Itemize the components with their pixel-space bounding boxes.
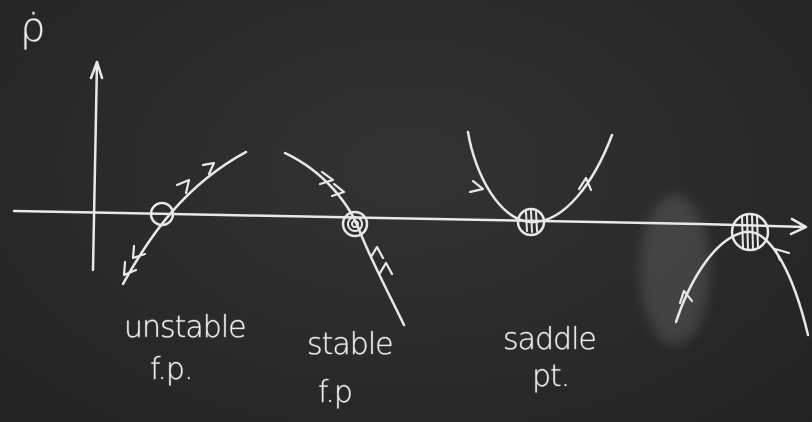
- stable-fixed-point: [285, 153, 404, 325]
- horizontal-axis: [14, 211, 806, 234]
- fixed-point-label-line2: f.p: [318, 378, 352, 408]
- vertical-axis: [91, 62, 102, 270]
- axis-label: ρ̇: [20, 8, 44, 48]
- fixed-point-label-line1: saddle: [503, 325, 596, 355]
- rightmost-fixed-point: [676, 214, 808, 335]
- fixed-point-label-line1: unstable: [124, 313, 246, 343]
- fixed-point-label-line2: f.p.: [150, 355, 193, 385]
- fixed-point-label-line1: stable: [307, 330, 393, 360]
- fixed-point-label-line2: pt.: [532, 362, 569, 392]
- unstable-fixed-point: [123, 152, 246, 284]
